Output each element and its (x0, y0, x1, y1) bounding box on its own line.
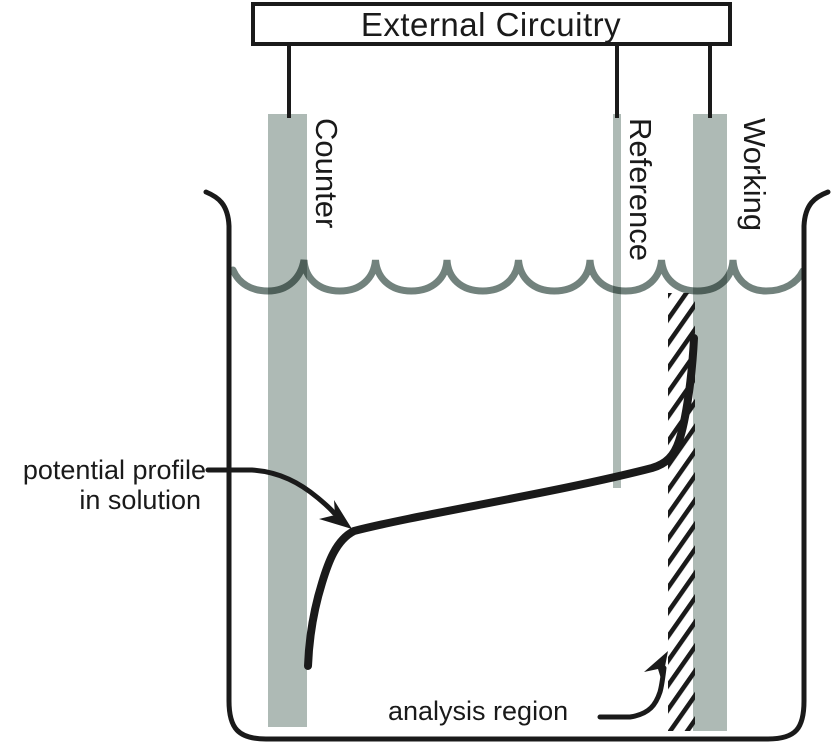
beaker-outline (203, 189, 831, 742)
analysis-region-arrowhead-icon (644, 651, 668, 682)
external-circuitry-box (251, 2, 732, 46)
analysis-region-label: analysis region (388, 696, 568, 726)
analysis-region-leader-line (597, 665, 667, 720)
reference-electrode (613, 114, 621, 488)
external-circuitry-label: External Circuitry (361, 6, 621, 43)
counter-electrode-label: Counter (309, 118, 344, 228)
potential-profile-curve (304, 334, 698, 670)
potential-profile-arrowhead-icon (319, 500, 352, 529)
counter-electrode (268, 114, 307, 727)
reference-electrode-label: Reference (623, 118, 658, 261)
working-electrode (693, 114, 727, 731)
potential-profile-label-line2: in solution (79, 485, 201, 515)
potential-profile-label-line1: potential profile (23, 455, 206, 485)
working-electrode-label: Working (737, 118, 772, 231)
potential-profile-leader-line (205, 467, 337, 516)
water-surface-wave (229, 259, 807, 295)
